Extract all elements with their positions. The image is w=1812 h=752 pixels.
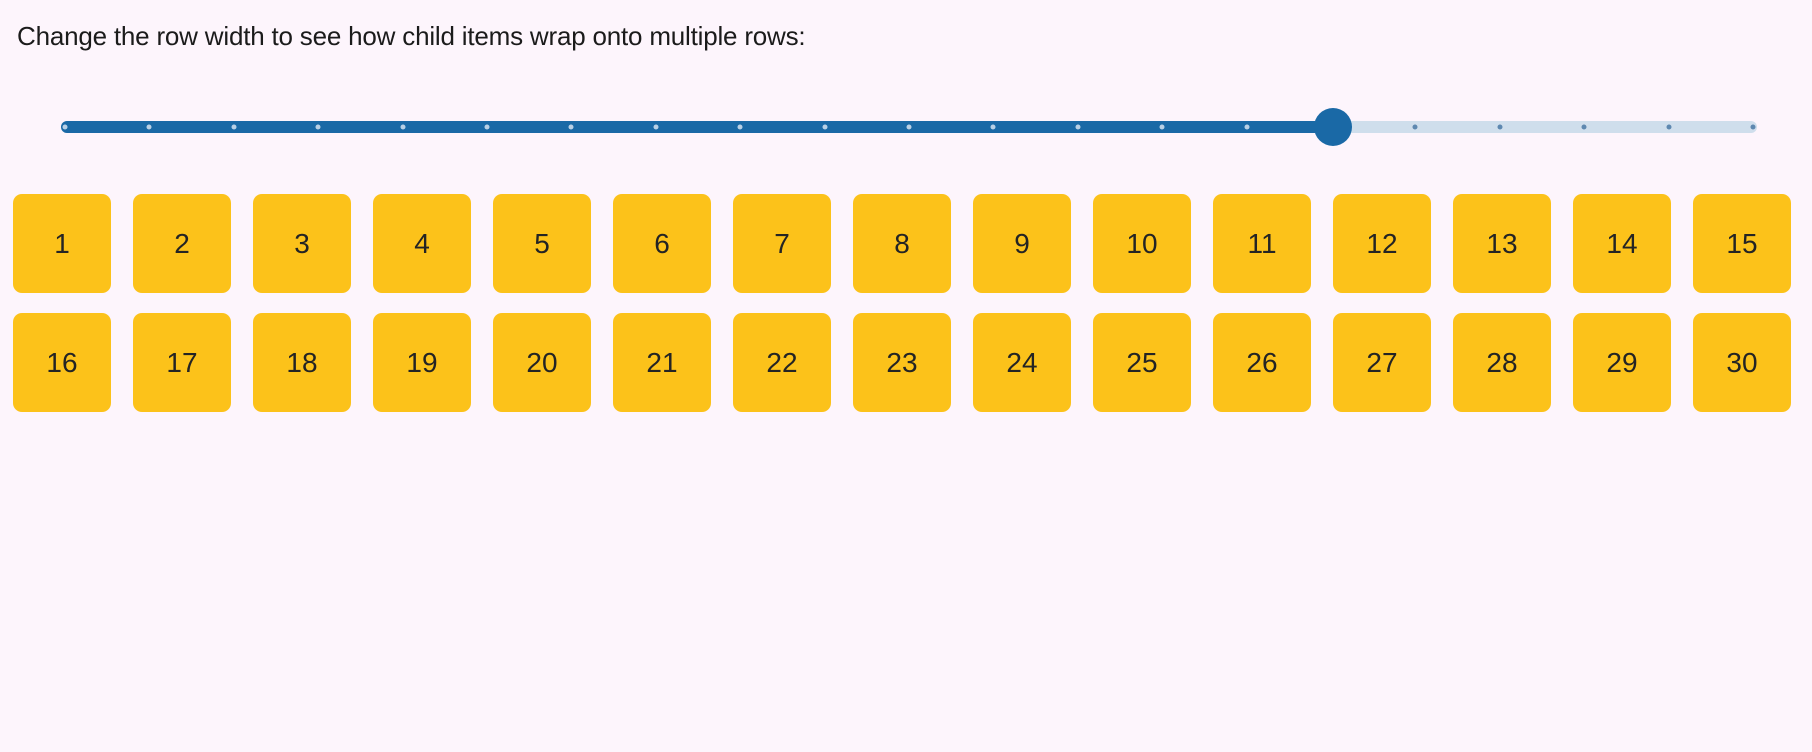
grid-item: 23 bbox=[853, 313, 951, 412]
slider-fill bbox=[61, 121, 1339, 133]
grid-item: 24 bbox=[973, 313, 1071, 412]
slider-rail[interactable] bbox=[61, 121, 1757, 133]
slider-tick bbox=[1666, 124, 1672, 130]
slider-tick bbox=[315, 124, 321, 130]
grid-item: 15 bbox=[1693, 194, 1791, 293]
grid-item: 1 bbox=[13, 194, 111, 293]
grid-item: 7 bbox=[733, 194, 831, 293]
slider-tick bbox=[146, 124, 152, 130]
grid-item: 4 bbox=[373, 194, 471, 293]
slider-tick bbox=[1497, 124, 1503, 130]
slider-tick bbox=[822, 124, 828, 130]
slider-tick bbox=[990, 124, 996, 130]
slider-tick bbox=[231, 124, 237, 130]
grid-item: 16 bbox=[13, 313, 111, 412]
grid-item: 26 bbox=[1213, 313, 1311, 412]
slider-tick bbox=[1244, 124, 1250, 130]
grid-item: 28 bbox=[1453, 313, 1551, 412]
grid-item: 20 bbox=[493, 313, 591, 412]
row-width-slider[interactable] bbox=[42, 108, 1776, 146]
grid-item: 27 bbox=[1333, 313, 1431, 412]
slider-tick bbox=[1412, 124, 1418, 130]
slider-tick bbox=[737, 124, 743, 130]
slider-tick bbox=[1750, 124, 1756, 130]
grid-item: 30 bbox=[1693, 313, 1791, 412]
grid-item: 29 bbox=[1573, 313, 1671, 412]
slider-tick bbox=[653, 124, 659, 130]
grid-item: 18 bbox=[253, 313, 351, 412]
grid-item: 8 bbox=[853, 194, 951, 293]
grid-item: 12 bbox=[1333, 194, 1431, 293]
grid-item: 11 bbox=[1213, 194, 1311, 293]
grid-item: 5 bbox=[493, 194, 591, 293]
slider-tick bbox=[1075, 124, 1081, 130]
grid-item: 19 bbox=[373, 313, 471, 412]
slider-tick bbox=[1159, 124, 1165, 130]
grid-item: 22 bbox=[733, 313, 831, 412]
slider-tick bbox=[906, 124, 912, 130]
slider-tick bbox=[568, 124, 574, 130]
grid-item: 10 bbox=[1093, 194, 1191, 293]
grid-item: 21 bbox=[613, 313, 711, 412]
slider-tick bbox=[400, 124, 406, 130]
slider-thumb[interactable] bbox=[1313, 108, 1352, 146]
grid-item: 17 bbox=[133, 313, 231, 412]
slider-tick bbox=[62, 124, 68, 130]
grid-item: 13 bbox=[1453, 194, 1551, 293]
grid-item: 3 bbox=[253, 194, 351, 293]
grid-item: 2 bbox=[133, 194, 231, 293]
slider-tick bbox=[484, 124, 490, 130]
grid-item: 25 bbox=[1093, 313, 1191, 412]
slider-tick bbox=[1581, 124, 1587, 130]
grid-item: 9 bbox=[973, 194, 1071, 293]
grid-item: 6 bbox=[613, 194, 711, 293]
grid-item: 14 bbox=[1573, 194, 1671, 293]
instruction-text: Change the row width to see how child it… bbox=[17, 21, 806, 51]
